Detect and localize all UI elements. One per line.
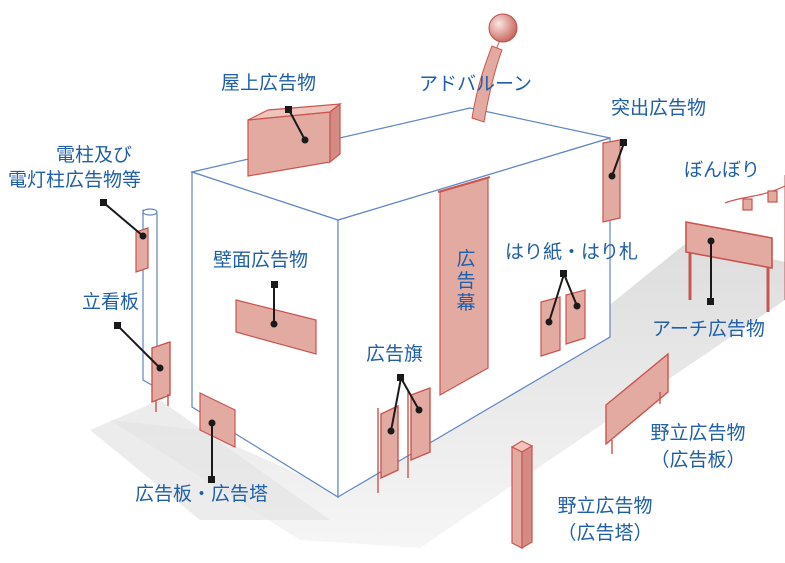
curtain-banner (437, 176, 491, 397)
standing-board (151, 341, 171, 412)
label-field-tower-line1: 野立広告物 (557, 495, 653, 517)
label-ad-balloon: アドバルーン (419, 73, 533, 95)
label-projecting-ad: 突出広告物 (611, 97, 707, 119)
label-lantern: ぼんぼり (684, 159, 761, 181)
label-standing-sign: 立看板 (82, 291, 140, 313)
label-pole-ad-line1: 電柱及び (56, 144, 133, 166)
rooftop-sign (247, 102, 342, 177)
street-shadow (110, 240, 785, 548)
label-poster: はり紙・はり札 (505, 241, 639, 263)
label-curtain: 広告幕 (456, 248, 476, 314)
label-arch-ad: アーチ広告物 (652, 318, 765, 340)
label-field-board-line1: 野立広告物 (650, 422, 746, 444)
leader-lines (103, 109, 712, 478)
pole-sign (135, 227, 149, 273)
poster-sheet-2 (565, 289, 586, 345)
field-tower (510, 440, 534, 550)
label-flag: 広告旗 (366, 343, 424, 365)
ad-balloon (471, 13, 518, 123)
arch-sign (685, 221, 773, 312)
building-top (189, 107, 611, 221)
building-billboard (199, 392, 236, 448)
utility-pole (135, 208, 158, 390)
wall-sign (235, 299, 317, 355)
label-pole-ad-line2: 電灯柱広告物等 (8, 169, 142, 191)
poster-sheet-1 (540, 296, 561, 357)
label-rooftop-ad: 屋上広告物 (221, 72, 317, 94)
label-billboard-tower: 広告板・広告塔 (135, 483, 269, 505)
flags (377, 386, 431, 493)
label-wall-ad: 壁面広告物 (213, 249, 309, 271)
lanterns (724, 175, 785, 300)
field-billboard (605, 352, 669, 454)
label-field-board-line2: （広告板） (650, 449, 746, 471)
projecting-sign (602, 139, 621, 223)
label-field-tower-line2: （広告塔） (557, 522, 653, 544)
leader-dots (100, 106, 715, 483)
ground-shade-left (90, 400, 330, 520)
